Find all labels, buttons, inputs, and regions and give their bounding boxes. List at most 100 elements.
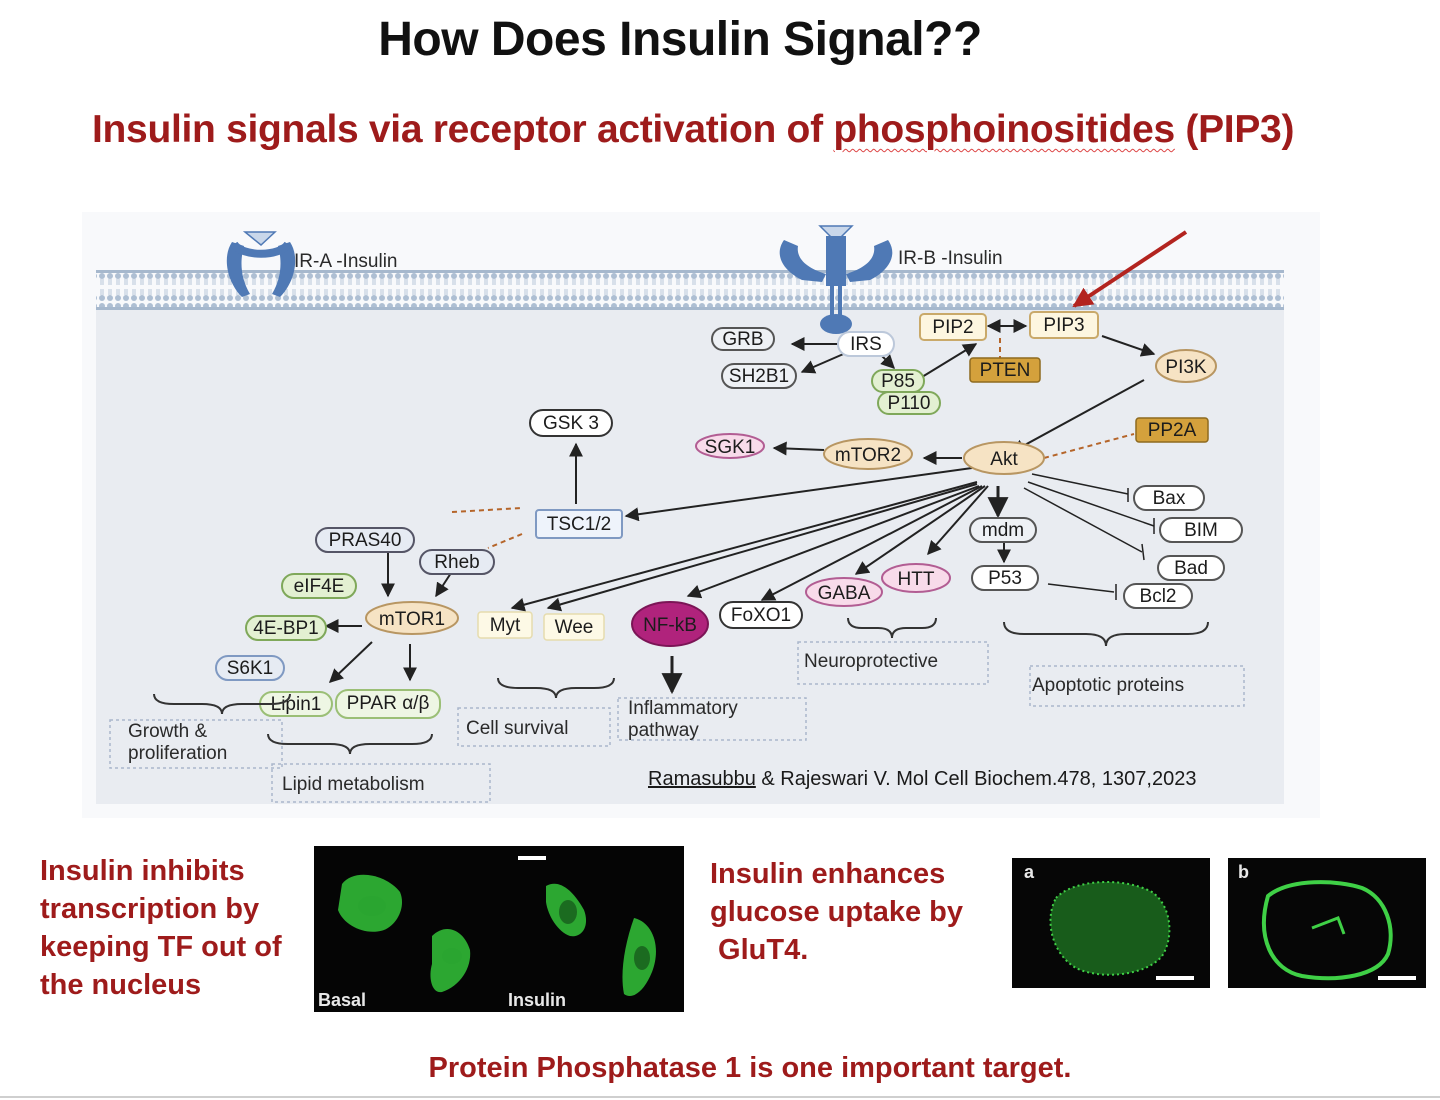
node-gaba: GABA [805, 577, 883, 607]
survival-label: Cell survival [466, 718, 568, 739]
svg-text:Bad: Bad [1174, 558, 1208, 579]
subtitle-part-2: (PIP3) [1174, 108, 1295, 151]
node-foxo1: FoXO1 [719, 601, 803, 629]
dashed-inhibition [451, 338, 1135, 549]
svg-text:PI3K: PI3K [1165, 357, 1207, 378]
growth-label-1: Growth & [128, 721, 208, 742]
node-p85: P85 [871, 369, 925, 393]
growth-label-2: proliferation [128, 743, 227, 764]
svg-text:HTT: HTT [898, 569, 935, 590]
inflammatory-label-2: pathway [628, 720, 699, 741]
svg-text:PIP2: PIP2 [932, 317, 973, 338]
glut4-note-line-1: Insulin enhances [710, 858, 946, 890]
node-lipin1: Lipin1 [259, 691, 333, 717]
membrane-outer-edge [96, 270, 1284, 273]
svg-text:FoXO1: FoXO1 [731, 605, 791, 626]
node-akt: Akt [963, 441, 1045, 475]
svg-text:IRS: IRS [850, 334, 882, 355]
svg-text:Lipin1: Lipin1 [271, 694, 322, 715]
node-pip2: PIP2 [919, 313, 987, 341]
apoptotic-label: Apoptotic proteins [1032, 675, 1184, 696]
svg-text:TSC1/2: TSC1/2 [547, 514, 611, 535]
node-pten: PTEN [969, 357, 1041, 383]
ir-a-receptor-icon [226, 231, 296, 297]
svg-text:Wee: Wee [555, 617, 594, 638]
node-s6k1: S6K1 [215, 655, 285, 681]
svg-text:eIF4E: eIF4E [294, 576, 345, 597]
basal-label: Basal [318, 990, 367, 1010]
growth-box [109, 719, 283, 769]
svg-text:NF-kB: NF-kB [643, 615, 697, 636]
membrane-inner-edge [96, 307, 1284, 310]
node-grb: GRB [711, 327, 775, 351]
svg-text:PTEN: PTEN [980, 360, 1031, 381]
ir-b-receptor-icon [779, 225, 893, 334]
inflammatory-label-1: Inflammatory [628, 698, 738, 719]
node-bcl2: Bcl2 [1123, 583, 1193, 609]
citation: Ramasubbu & Rajeswari V. Mol Cell Bioche… [648, 768, 1196, 790]
apoptotic-box [1029, 665, 1245, 707]
node-wee: Wee [543, 613, 605, 641]
group-braces [153, 617, 1209, 755]
cytoplasm [96, 308, 1284, 804]
node-sh2b1: SH2B1 [721, 363, 797, 389]
fluorescence-micrograph: Basal Insulin [314, 846, 684, 1012]
svg-text:P53: P53 [988, 568, 1022, 589]
svg-text:PPAR α/β: PPAR α/β [347, 693, 430, 714]
svg-text:PRAS40: PRAS40 [329, 530, 402, 551]
node-rheb: Rheb [419, 549, 495, 575]
subtitle-part-1: Insulin signals via receptor activation … [92, 108, 834, 151]
node-bax: Bax [1133, 485, 1205, 511]
svg-text:P110: P110 [888, 393, 931, 414]
svg-text:Bax: Bax [1153, 488, 1186, 509]
inhibition-lines [1023, 473, 1155, 600]
node-mtor2: mTOR2 [823, 438, 913, 470]
node-4e-bp1: 4E-BP1 [245, 615, 327, 641]
insulin-signaling-diagram: IR-A -Insulin IR-B -Insulin [96, 225, 1284, 804]
svg-text:Akt: Akt [990, 449, 1018, 470]
glut4-panel-b: b [1228, 858, 1426, 988]
node-pip3: PIP3 [1029, 311, 1099, 339]
cell-images [338, 856, 656, 996]
panel-a-label: a [1024, 862, 1035, 882]
node-tsc12: TSC1/2 [535, 509, 623, 539]
node-bim: BIM [1159, 517, 1243, 543]
slide-title: How Does Insulin Signal?? [378, 13, 982, 66]
svg-text:BIM: BIM [1184, 520, 1218, 541]
inflammatory-box [617, 697, 807, 741]
svg-text:mTOR1: mTOR1 [379, 609, 445, 630]
subtitle-part-keyword: phosphoinositides [833, 108, 1175, 151]
node-nf-kb: NF-kB [631, 601, 709, 647]
panel-b-label: b [1238, 862, 1249, 882]
node-ppar: PPAR α/β [335, 689, 441, 719]
lipid-box [271, 763, 491, 803]
node-mdm: mdm [969, 517, 1037, 543]
lipid-label: Lipid metabolism [282, 774, 425, 795]
svg-text:PP2A: PP2A [1148, 420, 1197, 441]
ir-a-label: IR-A -Insulin [294, 251, 397, 272]
node-gsk3: GSK 3 [529, 409, 613, 437]
glut4-panel-a-image [1049, 881, 1194, 980]
citation-author: Ramasubbu [648, 768, 756, 790]
node-pras40: PRAS40 [315, 527, 415, 553]
node-mtor1: mTOR1 [365, 601, 459, 635]
citation-rest: & Rajeswari V. Mol Cell Biochem.478, 130… [756, 768, 1197, 790]
transcription-note: Insulin inhibits transcription by keepin… [40, 855, 282, 1001]
glut4-panel-b-image [1262, 880, 1416, 981]
ir-b-label: IR-B -Insulin [898, 248, 1003, 269]
survival-box [457, 707, 611, 747]
node-pp2a: PP2A [1135, 417, 1209, 443]
glut4-note-line-3: GluT4. [710, 934, 809, 966]
node-p53: P53 [971, 565, 1039, 591]
node-p110: P110 [877, 391, 941, 415]
svg-text:Myt: Myt [490, 615, 521, 636]
bottom-divider [0, 1096, 1440, 1098]
svg-text:P85: P85 [881, 371, 915, 392]
pathway-arrows [324, 319, 1156, 695]
node-irs: IRS [837, 331, 895, 357]
svg-text:Rheb: Rheb [434, 552, 479, 573]
node-sgk1: SGK1 [695, 433, 765, 459]
footer-note: Protein Phosphatase 1 is one important t… [428, 1052, 1072, 1084]
svg-text:mdm: mdm [982, 520, 1024, 541]
glut4-panel-a: a [1012, 858, 1210, 988]
